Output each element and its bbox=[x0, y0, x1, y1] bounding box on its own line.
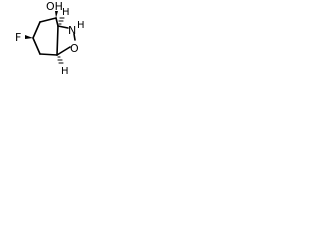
bond-c2-c3 bbox=[55, 17, 59, 27]
atom-label-amine-h: H bbox=[77, 20, 85, 31]
atom-label-ring-o: O bbox=[70, 42, 79, 55]
atom-label-stereo-h-top: H bbox=[62, 7, 70, 18]
bond-c1-c6 bbox=[32, 21, 41, 39]
wedge-bond-hydroxyl bbox=[55, 11, 58, 18]
atom-label-hydroxyl: OH bbox=[46, 0, 63, 13]
bond-c5-c4 bbox=[39, 53, 58, 56]
hashed-bond-h-top bbox=[58, 17, 65, 25]
hashed-bond-h-bottom bbox=[57, 56, 64, 64]
atom-label-stereo-h-bottom: H bbox=[61, 66, 69, 77]
bond-o-c4 bbox=[56, 46, 71, 56]
bond-c3-c4-fused bbox=[56, 25, 59, 56]
wedge-bond-fluorine bbox=[25, 35, 33, 39]
molecule-structure: OH F N H O H H bbox=[15, 0, 85, 77]
bond-n-o bbox=[73, 33, 76, 41]
bond-c6-c5 bbox=[32, 37, 41, 55]
bond-c1-c2 bbox=[39, 17, 57, 23]
bond-c3-n bbox=[57, 25, 69, 29]
atom-label-amine-n: N bbox=[68, 24, 76, 37]
atom-label-fluorine: F bbox=[15, 31, 21, 44]
